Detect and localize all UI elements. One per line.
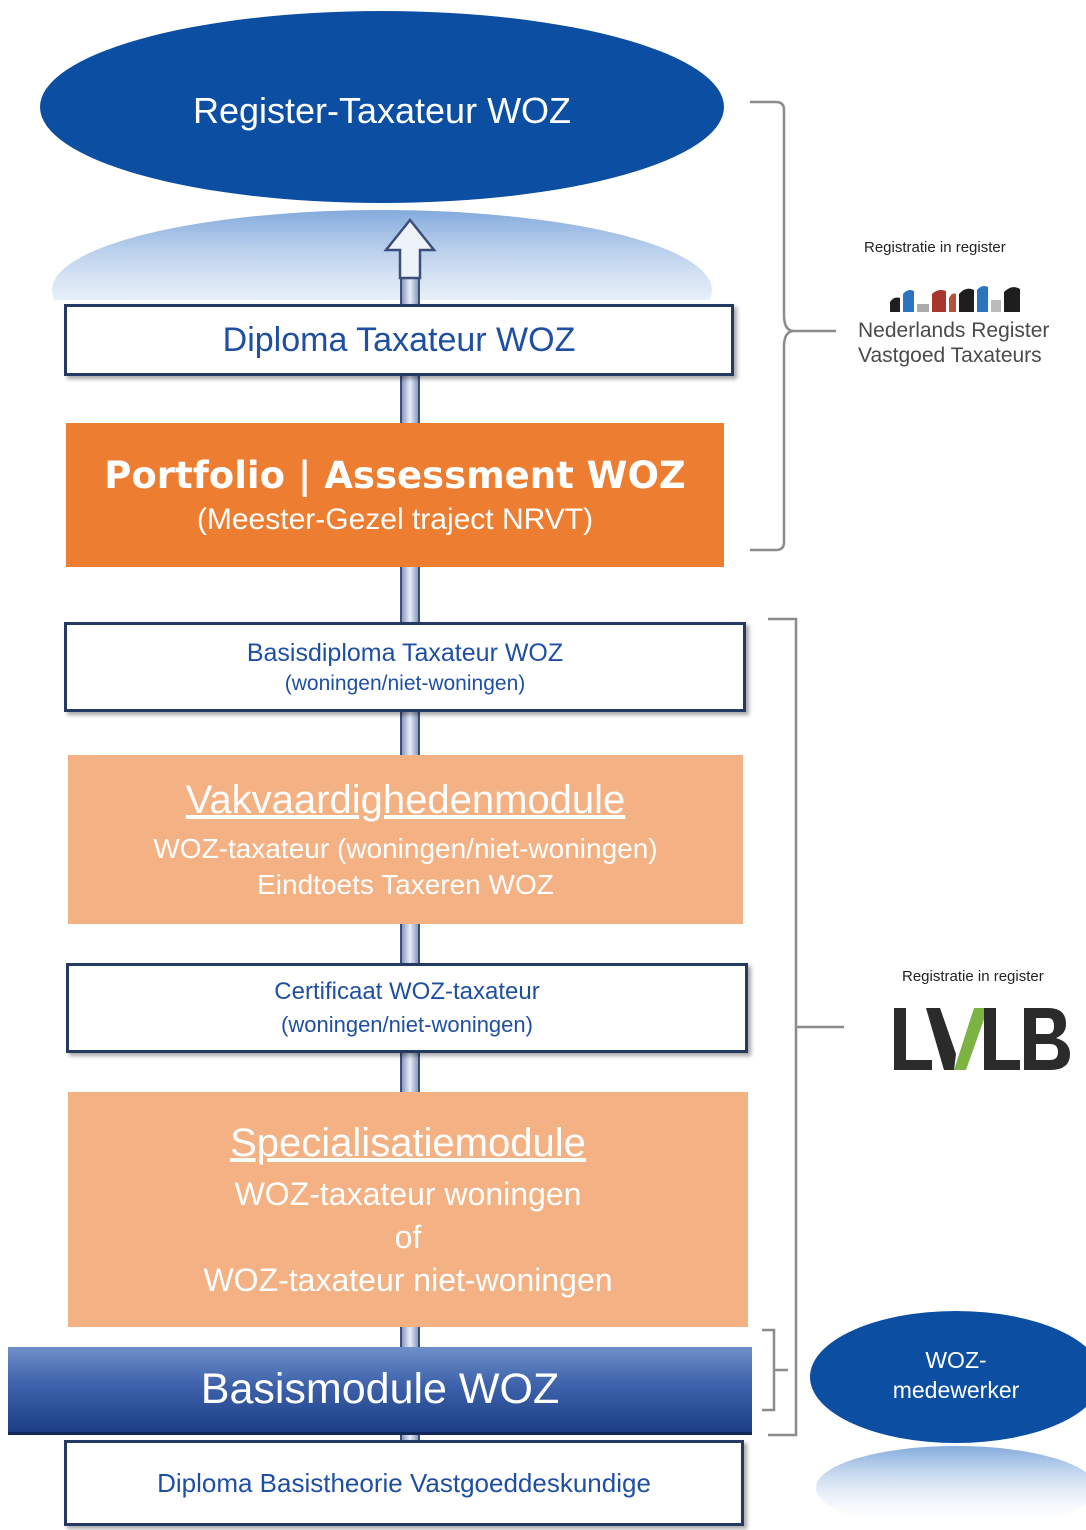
basismodule-label: Basismodule WOZ [200, 1365, 560, 1413]
nrvt-logo-icon [890, 286, 1020, 312]
portfolio-assessment-box: Portfolio | Assessment WOZ (Meester-Geze… [66, 423, 724, 567]
certificaat-line2: (woningen/niet-woningen) [281, 1012, 533, 1037]
specialisatie-box: Specialisatiemodule WOZ-taxateur woninge… [68, 1092, 748, 1327]
vakvaardigheden-line1: WOZ-taxateur (woningen/niet-woningen) [153, 833, 658, 864]
diploma-taxateur-label: Diploma Taxateur WOZ [222, 320, 576, 359]
certificaat-line1: Certificaat WOZ-taxateur [274, 978, 540, 1005]
medewerker-ellipse-graphic [810, 1311, 1086, 1530]
portfolio-subtitle: (Meester-Gezel traject NRVT) [196, 502, 594, 536]
brackets [750, 100, 844, 1437]
basistheorie-box: Diploma Basistheorie Vastgoeddeskundige [64, 1440, 744, 1526]
medewerker-line2: medewerker [892, 1377, 1020, 1403]
top-ellipse [40, 11, 724, 203]
top-ellipse-label: Register-Taxateur WOZ [192, 90, 572, 131]
medewerker-line1: WOZ- [925, 1347, 987, 1373]
medewerker-ellipse-reflection [816, 1446, 1086, 1530]
nrvt-logo-line2: Vastgoed Taxateurs [858, 344, 1042, 367]
basisdiploma-line1: Basisdiploma Taxateur WOZ [246, 638, 564, 667]
medewerker-label: WOZ- medewerker [810, 1345, 1086, 1405]
specialisatie-line3: WOZ-taxateur niet-woningen [203, 1261, 613, 1298]
specialisatie-line2: of [394, 1218, 422, 1255]
basisdiploma-line2: (woningen/niet-woningen) [284, 671, 526, 695]
lvlb-bracket [768, 617, 798, 1437]
basistheorie-label: Diploma Basistheorie Vastgoeddeskundige [157, 1467, 651, 1498]
medewerker-ellipse [810, 1311, 1086, 1443]
vakvaardigheden-title: Vakvaardighedenmodule [185, 778, 626, 822]
lvlb-registration-caption: Registratie in register [902, 968, 1044, 985]
portfolio-title: Portfolio | Assessment WOZ [104, 453, 686, 497]
medewerker-bracket [762, 1328, 776, 1412]
specialisatie-title: Specialisatiemodule [230, 1120, 586, 1165]
arrow-head [383, 218, 437, 280]
nrvt-logo-line1: Nederlands Register [858, 319, 1050, 342]
basisdiploma-box: Basisdiploma Taxateur WOZ (woningen/niet… [64, 622, 746, 712]
certificaat-box: Certificaat WOZ-taxateur (woningen/niet-… [66, 963, 748, 1053]
basismodule-box: Basismodule WOZ [8, 1347, 752, 1435]
vakvaardigheden-line2: Eindtoets Taxeren WOZ [257, 869, 554, 900]
top-ellipse-reflection [52, 210, 712, 300]
top-ellipse-graphic [40, 11, 724, 300]
nrvt-registration-caption: Registratie in register [864, 239, 1006, 256]
nrvt-bracket [750, 100, 795, 552]
diploma-taxateur-box: Diploma Taxateur WOZ [64, 304, 734, 376]
specialisatie-line1: WOZ-taxateur woningen [234, 1175, 582, 1212]
lvlb-logo-icon [894, 1008, 1070, 1070]
vakvaardigheden-box: Vakvaardighedenmodule WOZ-taxateur (woni… [68, 755, 743, 924]
